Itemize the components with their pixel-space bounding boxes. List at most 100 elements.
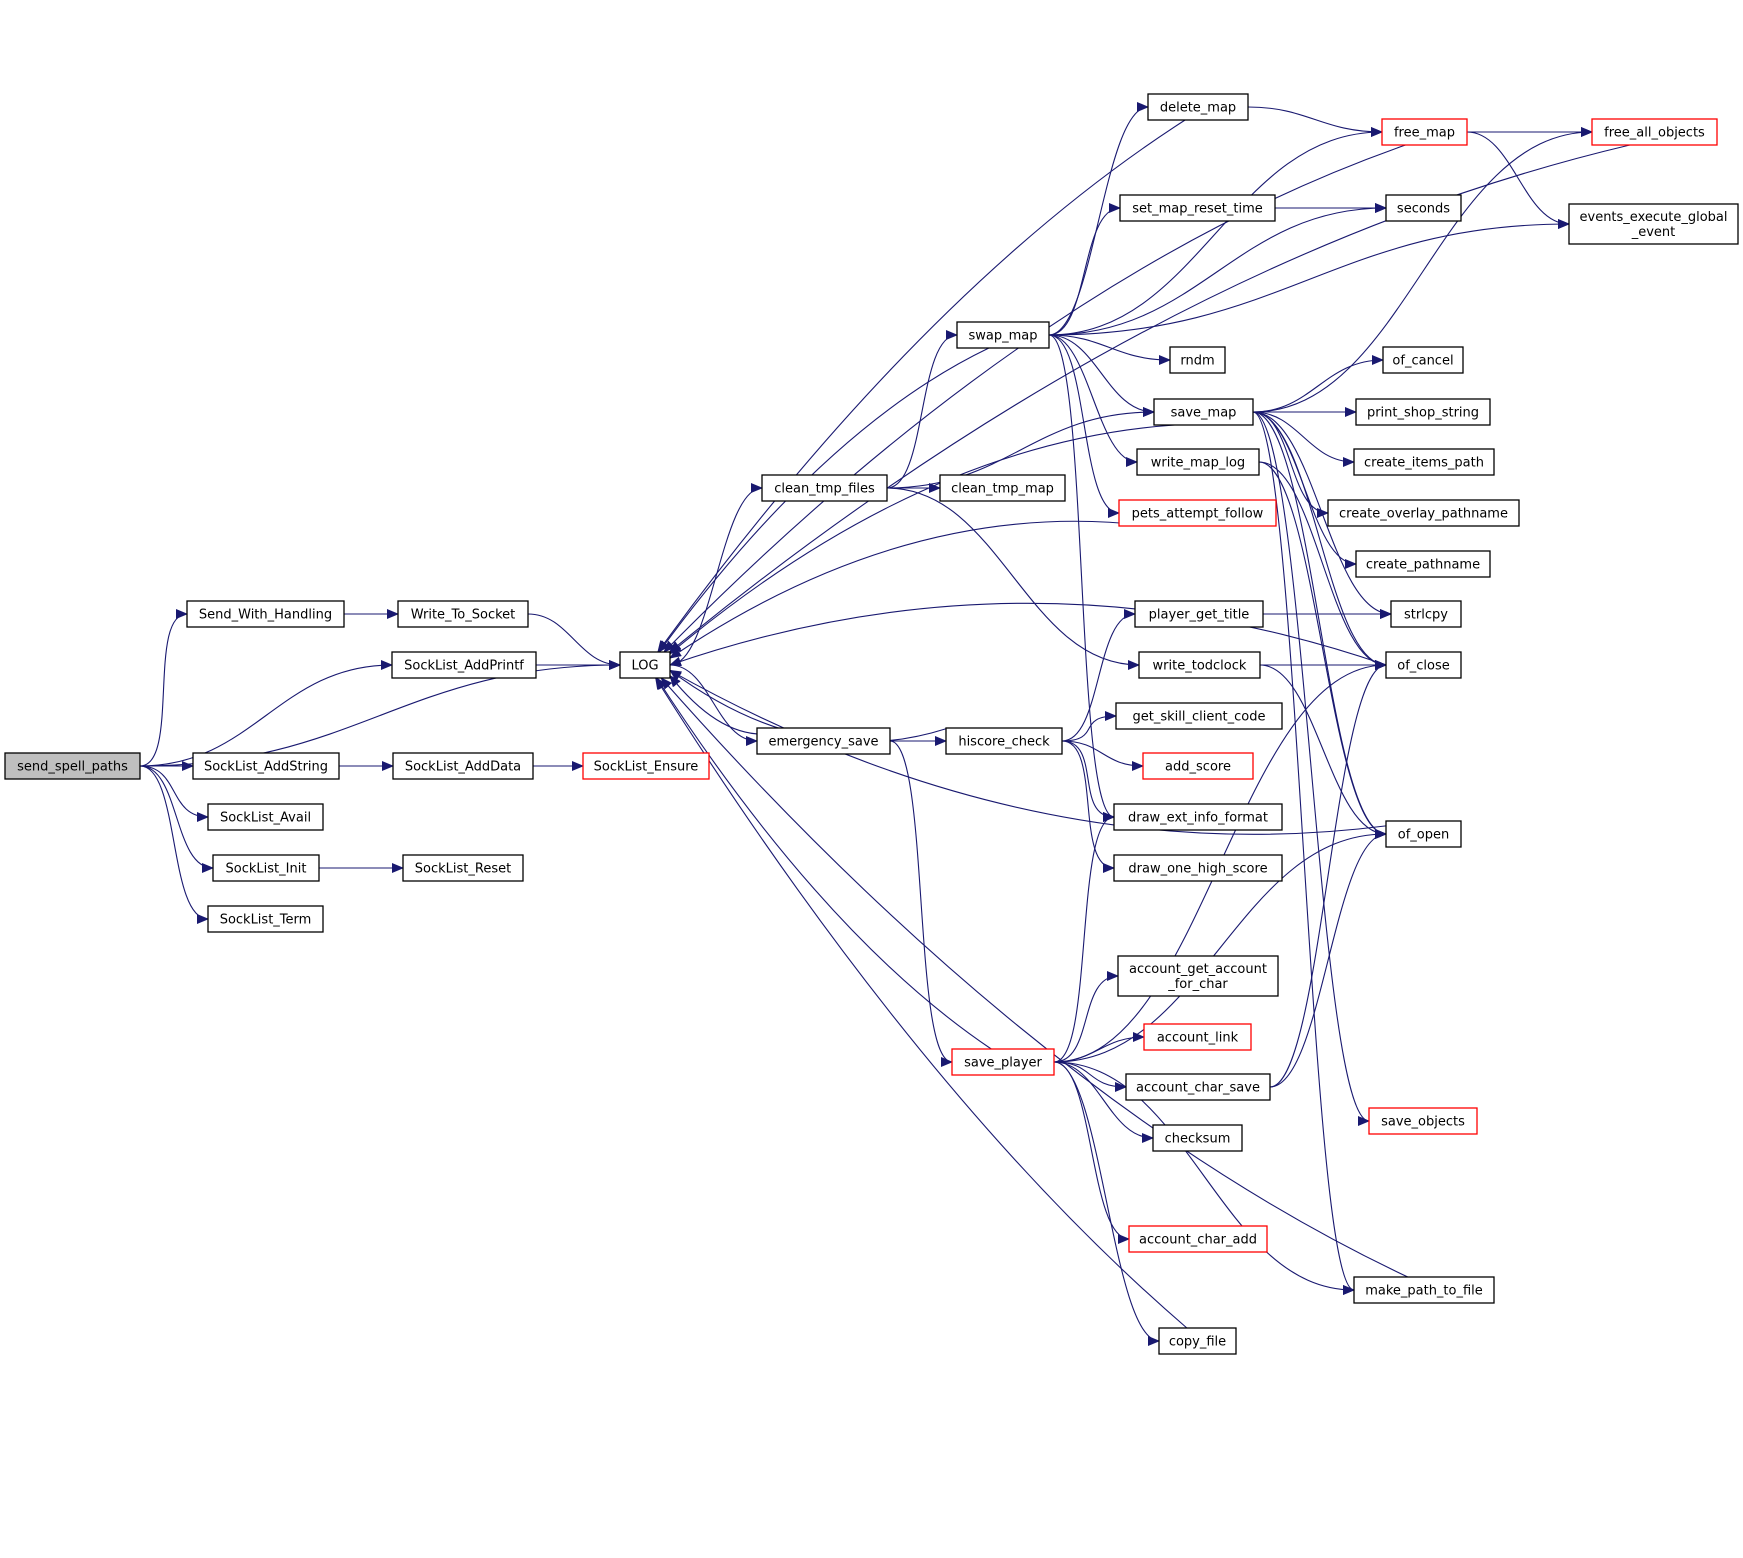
edge-write-todclock-to-of-open bbox=[1259, 664, 1387, 839]
edge-swap-map-to-free-map bbox=[1048, 127, 1383, 336]
graph-node-strlcpy[interactable]: strlcpy bbox=[1390, 600, 1462, 628]
graph-node-draw-one-high-score[interactable]: draw_one_high_score bbox=[1113, 854, 1283, 882]
edge-clean-tmp-files-to-save-map bbox=[886, 407, 1155, 489]
graph-node-account-get-account-for-char[interactable]: account_get_account_for_char bbox=[1117, 955, 1279, 997]
edge-send-spell-paths-to-socklist-avail bbox=[139, 765, 209, 822]
graph-node-socklist-addprintf[interactable]: SockList_AddPrintf bbox=[391, 651, 537, 679]
graph-node-socklist-addstring[interactable]: SockList_AddString bbox=[192, 752, 340, 780]
graph-node-swap-map[interactable]: swap_map bbox=[956, 321, 1050, 349]
graph-node-send-spell-paths[interactable]: send_spell_paths bbox=[4, 752, 141, 780]
graph-node-of-close[interactable]: of_close bbox=[1385, 651, 1462, 679]
graph-node-of-cancel[interactable]: of_cancel bbox=[1382, 346, 1464, 374]
graph-node-create-pathname[interactable]: create_pathname bbox=[1355, 550, 1491, 578]
edge-layer bbox=[139, 102, 1631, 1346]
edge-save-player-to-make-path-to-file bbox=[1053, 1061, 1355, 1295]
node-box bbox=[1143, 1023, 1252, 1051]
node-label: rndm bbox=[1180, 354, 1214, 369]
node-label: SockList_Init bbox=[226, 862, 307, 877]
graph-node-set-map-reset-time[interactable]: set_map_reset_time bbox=[1119, 194, 1276, 222]
node-label: write_todclock bbox=[1153, 659, 1247, 674]
graph-node-rndm[interactable]: rndm bbox=[1169, 346, 1226, 374]
graph-node-account-char-save[interactable]: account_char_save bbox=[1125, 1073, 1271, 1101]
node-box bbox=[1138, 651, 1261, 679]
edge-delete-map-to-log bbox=[657, 119, 1186, 653]
graph-node-write-to-socket[interactable]: Write_To_Socket bbox=[397, 600, 529, 628]
node-box bbox=[756, 727, 891, 755]
node-box bbox=[192, 752, 340, 780]
graph-node-save-objects[interactable]: save_objects bbox=[1368, 1107, 1478, 1135]
node-layer: send_spell_paths Send_With_Handling Write_… bbox=[4, 93, 1739, 1355]
node-box bbox=[1355, 398, 1491, 426]
graph-node-socklist-term[interactable]: SockList_Term bbox=[207, 905, 324, 933]
graph-node-draw-ext-info-format[interactable]: draw_ext_info_format bbox=[1113, 803, 1283, 831]
edge-save-map-to-save-objects bbox=[1252, 411, 1370, 1126]
graph-node-write-todclock[interactable]: write_todclock bbox=[1138, 651, 1261, 679]
graph-node-add-score[interactable]: add_score bbox=[1142, 752, 1254, 780]
graph-node-socklist-adddata[interactable]: SockList_AddData bbox=[392, 752, 534, 780]
node-label: strlcpy bbox=[1404, 608, 1448, 623]
graph-node-delete-map[interactable]: delete_map bbox=[1147, 93, 1249, 121]
graph-node-save-player[interactable]: save_player bbox=[951, 1048, 1055, 1076]
edge-swap-map-to-events-execute-global-event bbox=[1048, 219, 1570, 336]
graph-node-save-map[interactable]: save_map bbox=[1153, 398, 1254, 426]
edge-save-player-to-of-open bbox=[1053, 829, 1387, 1063]
node-label: clean_tmp_map bbox=[951, 482, 1054, 497]
graph-node-log[interactable]: LOG bbox=[619, 651, 671, 679]
graph-node-copy-file[interactable]: copy_file bbox=[1158, 1327, 1237, 1355]
edge-send-spell-paths-to-socklist-init bbox=[139, 765, 214, 873]
node-label: SockList_Reset bbox=[415, 862, 511, 877]
node-label: hiscore_check bbox=[958, 735, 1050, 750]
graph-node-print-shop-string[interactable]: print_shop_string bbox=[1355, 398, 1491, 426]
edge-free-map-to-log bbox=[663, 144, 1406, 653]
node-label: Write_To_Socket bbox=[411, 608, 516, 623]
graph-node-socklist-init[interactable]: SockList_Init bbox=[212, 854, 320, 882]
graph-node-create-overlay-pathname[interactable]: create_overlay_pathname bbox=[1327, 499, 1520, 527]
graph-node-pets-attempt-follow[interactable]: pets_attempt_follow bbox=[1118, 499, 1277, 527]
graph-node-checksum[interactable]: checksum bbox=[1152, 1124, 1243, 1152]
graph-node-get-skill-client-code[interactable]: get_skill_client_code bbox=[1115, 702, 1283, 730]
edge-hiscore-check-to-player-get-title bbox=[1061, 609, 1136, 742]
edge-emergency-save-to-save-player bbox=[889, 740, 953, 1067]
graph-node-free-map[interactable]: free_map bbox=[1381, 118, 1468, 146]
graph-node-write-map-log[interactable]: write_map_log bbox=[1136, 448, 1260, 476]
node-label: LOG bbox=[631, 659, 658, 674]
node-box bbox=[1385, 651, 1462, 679]
edge-free-map-to-events-execute-global-event bbox=[1466, 131, 1570, 229]
node-box bbox=[1128, 1225, 1268, 1253]
graph-node-events-execute-global-event[interactable]: events_execute_global_event bbox=[1568, 203, 1739, 245]
graph-node-clean-tmp-files[interactable]: clean_tmp_files bbox=[761, 474, 888, 502]
graph-node-clean-tmp-map[interactable]: clean_tmp_map bbox=[939, 474, 1066, 502]
node-box bbox=[939, 474, 1066, 502]
node-label: draw_one_high_score bbox=[1128, 862, 1267, 877]
node-label: save_player bbox=[964, 1056, 1042, 1071]
node-label: delete_map bbox=[1160, 101, 1236, 116]
graph-node-create-items-path[interactable]: create_items_path bbox=[1353, 448, 1495, 476]
node-box bbox=[1385, 194, 1462, 222]
graph-node-socklist-avail[interactable]: SockList_Avail bbox=[207, 803, 324, 831]
node-label: pets_attempt_follow bbox=[1132, 507, 1264, 522]
graph-node-socklist-reset[interactable]: SockList_Reset bbox=[402, 854, 524, 882]
graph-node-free-all-objects[interactable]: free_all_objects bbox=[1591, 118, 1718, 146]
graph-node-emergency-save[interactable]: emergency_save bbox=[756, 727, 891, 755]
node-box bbox=[1152, 1124, 1243, 1152]
edge-delete-map-to-free-map bbox=[1247, 106, 1383, 137]
node-label: create_items_path bbox=[1364, 456, 1484, 471]
graph-node-seconds[interactable]: seconds bbox=[1385, 194, 1462, 222]
edge-save-player-to-account-char-save bbox=[1053, 1061, 1127, 1092]
node-label: create_overlay_pathname bbox=[1339, 507, 1508, 522]
node-box bbox=[1382, 346, 1464, 374]
graph-node-send-with-handling[interactable]: Send_With_Handling bbox=[186, 600, 345, 628]
node-box bbox=[207, 803, 324, 831]
graph-node-player-get-title[interactable]: player_get_title bbox=[1134, 600, 1264, 628]
node-box bbox=[1115, 702, 1283, 730]
graph-node-make-path-to-file[interactable]: make_path_to_file bbox=[1353, 1276, 1495, 1304]
node-box bbox=[1327, 499, 1520, 527]
graph-node-account-char-add[interactable]: account_char_add bbox=[1128, 1225, 1268, 1253]
graph-node-account-link[interactable]: account_link bbox=[1143, 1023, 1252, 1051]
graph-node-hiscore-check[interactable]: hiscore_check bbox=[945, 727, 1063, 755]
node-box bbox=[1158, 1327, 1237, 1355]
graph-node-socklist-ensure[interactable]: SockList_Ensure bbox=[582, 752, 710, 780]
node-label: seconds bbox=[1397, 202, 1450, 217]
edge-save-map-to-create-items-path bbox=[1252, 411, 1355, 467]
graph-node-of-open[interactable]: of_open bbox=[1385, 820, 1462, 848]
